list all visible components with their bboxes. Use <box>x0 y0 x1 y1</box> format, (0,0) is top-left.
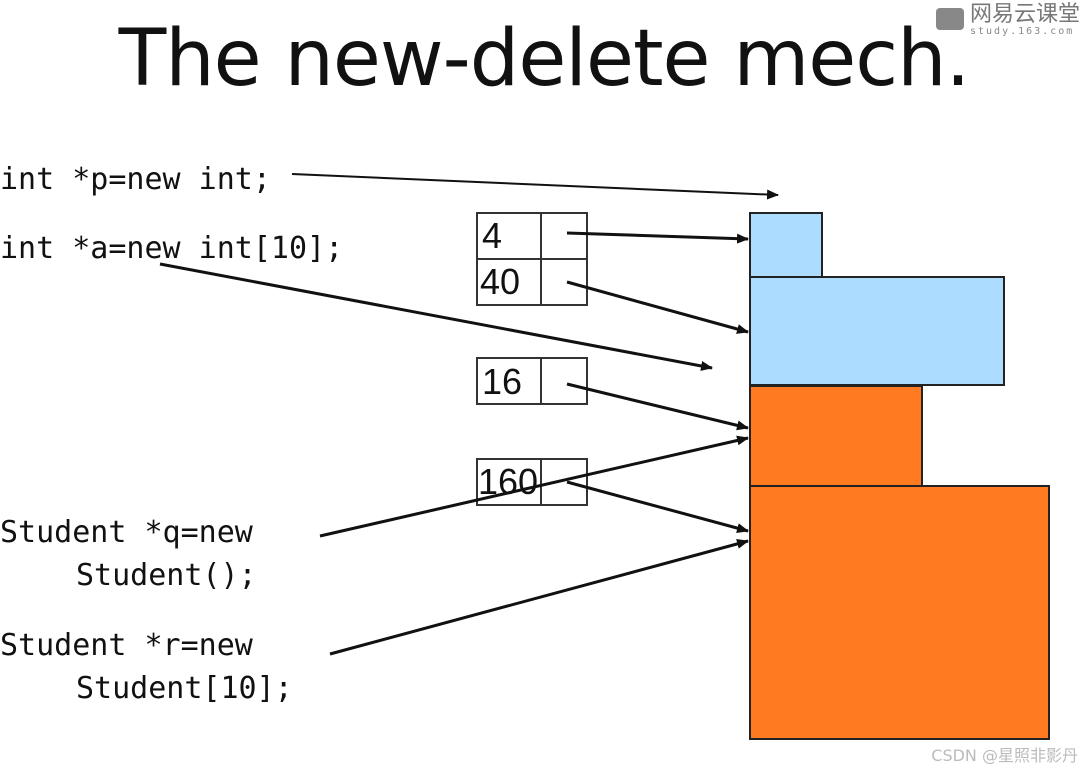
code-line-p: int *p=new int; <box>0 162 271 197</box>
code-line-r1: Student *r=new <box>0 628 253 663</box>
size-label-40: 40 <box>480 261 521 302</box>
arrow-table2-to-intarray <box>566 280 749 334</box>
arrow-q-to-student <box>319 435 749 538</box>
arrow-r-to-studentarray <box>329 539 749 656</box>
pointer-cell-1 <box>540 212 588 260</box>
heap-block-student-array <box>749 485 1050 740</box>
arrow-table4-to-studentarray <box>566 480 749 533</box>
arrow-a-to-block <box>159 262 713 371</box>
chat-bubble-icon <box>935 8 964 30</box>
arrow-p-to-block <box>291 173 779 200</box>
size-cell-16 <box>476 357 542 405</box>
code-line-q2: Student(); <box>76 558 257 593</box>
logo-text: 网易云课堂 <box>969 2 1080 27</box>
arrow-table1-to-int <box>566 231 749 244</box>
code-line-a: int *a=new int[10]; <box>0 231 344 266</box>
size-label-4: 4 <box>482 215 503 256</box>
arrow-table3-to-student <box>566 382 749 431</box>
size-cell-4 <box>476 212 542 260</box>
pointer-cell-2 <box>540 258 588 306</box>
code-line-q1: Student *q=new <box>0 515 253 550</box>
pointer-cell-4 <box>540 458 588 506</box>
pointer-cell-3 <box>540 357 588 405</box>
slide-title: The new-delete mech. <box>118 14 971 104</box>
code-line-r2: Student[10]; <box>76 671 293 706</box>
size-label-16: 16 <box>482 361 523 402</box>
watermark: CSDN @星照非影丹 <box>931 746 1078 765</box>
size-cell-40 <box>476 258 542 306</box>
logo: 网易云课堂 study.163.com <box>935 2 1080 37</box>
logo-subtext: study.163.com <box>969 26 1075 37</box>
